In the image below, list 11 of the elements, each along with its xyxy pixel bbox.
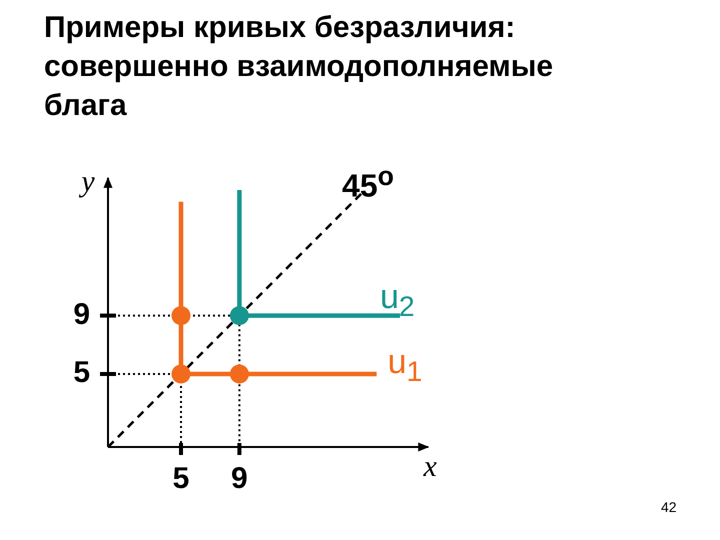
tick-label: 9 [231, 464, 248, 494]
page-number: 42 [661, 500, 677, 514]
tick-label: 9 [73, 300, 90, 330]
angle-label: 45$^{o}$ [342, 162, 394, 202]
axis-label: y [81, 166, 95, 197]
slide-title: Примеры кривых безразличия: совершенно взаимодополняемые блага [44, 10, 554, 124]
axis-label: x [424, 452, 437, 482]
tick-label: 5 [172, 464, 190, 494]
curve-label: u$_{1}$ [388, 345, 422, 386]
curve-label: u$_{2}$ [380, 280, 415, 321]
tick-label: 5 [73, 358, 90, 388]
